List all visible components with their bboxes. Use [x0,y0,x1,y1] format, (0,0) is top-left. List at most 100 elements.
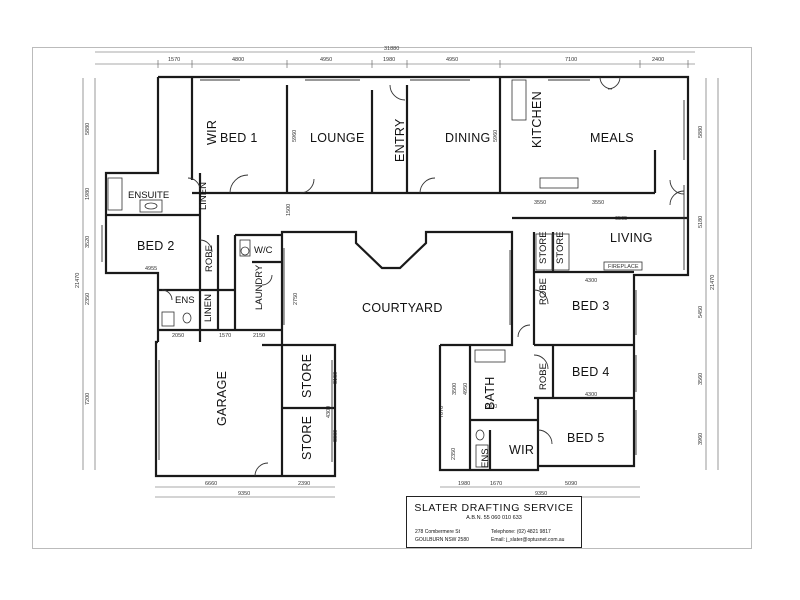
dim-inner: 4300 [585,392,597,398]
room-bed2-label: BED 2 [137,239,175,253]
door-swings [161,76,685,477]
dim-right: 5180 [698,216,704,228]
dim-top: 1980 [383,57,395,63]
room-laundry-label: LAUNDRY [254,264,265,310]
room-kitchen-label: KITCHEN [530,91,544,148]
dim-inner: 7070 [439,406,445,418]
dim-top: 1570 [168,57,180,63]
dim-left: 2350 [85,293,91,305]
dim-inner: 1500 [286,204,292,216]
address-line-2: GOULBURN NSW 2580 [415,537,469,543]
toilet-bowl-icon [240,246,250,256]
room-entry-label: ENTRY [393,118,407,162]
dim-bottom-right: 1980 [458,481,470,487]
dim-top: 7100 [565,57,577,63]
dim-inner: 4950 [463,383,469,395]
room-lounge-label: LOUNGE [310,131,365,145]
dim-overall: 31880 [384,46,399,52]
dim-inner: 5960 [292,130,298,142]
dim-bottom-right: 5090 [565,481,577,487]
dim-inner: 2050 [172,333,184,339]
dim-bottom-right: 1670 [490,481,502,487]
room-garage-label: GARAGE [215,371,229,426]
room-store1-label: STORE [538,231,549,264]
dim-bottom-left: 2390 [298,481,310,487]
dim-inner: 4955 [145,266,157,272]
room-ensuite-label: ENSUITE [128,190,169,201]
room-labels: BED 1 WIR LOUNGE ENTRY DINING KITCHEN ME… [128,91,653,468]
dim-top: 4800 [232,57,244,63]
bathtub-icon [107,177,123,211]
dim-top: 4950 [446,57,458,63]
company-name: SLATER DRAFTING SERVICE [414,502,574,514]
room-store3-label: STORE [300,354,314,398]
dim-bottom-left: 6660 [205,481,217,487]
basin-icon [144,202,158,210]
room-linen1-label: LINEN [198,182,209,210]
room-robe4-label: ROBE [538,363,549,390]
bench-icon [539,177,579,189]
dim-left: 7200 [85,393,91,405]
fireplace-icon [603,261,643,271]
room-ens2-label: ENS [175,295,195,306]
room-dining-label: DINING [445,131,491,145]
room-robe3-label: ROBE [538,278,549,305]
dim-inner: 4300 [326,406,332,418]
room-bed4-label: BED 4 [572,365,610,379]
address-line-1: 278 Combermere St [415,529,461,535]
dim-right: 5450 [698,306,704,318]
room-store2-label: STORE [555,231,566,264]
dim-bottom-right: 9350 [535,491,547,497]
dim-inner: 3550 [592,200,604,206]
room-courtyard-label: COURTYARD [362,301,443,315]
dim-inner: 3500 [452,383,458,395]
title-block: SLATER DRAFTING SERVICE A.B.N. 55 060 01… [406,496,582,548]
room-bed3-label: BED 3 [572,299,610,313]
dim-inner: 1570 [219,333,231,339]
dim-inner: 2750 [293,293,299,305]
dim-top: 2400 [652,57,664,63]
dim-right: 21470 [710,275,716,290]
room-meals-label: MEALS [590,131,634,145]
room-wir1-label: WIR [205,120,219,145]
toilet-icon [239,239,251,257]
telephone: Telephone: (02) 4821 9817 [491,529,551,535]
dim-left: 5880 [85,123,91,135]
dim-right: 3560 [698,373,704,385]
dim-top: 4950 [320,57,332,63]
shower-icon [475,444,489,468]
store-cupboard-icon [535,233,553,271]
room-fireplace-label: FIREPLACE [608,264,639,270]
fixtures [107,79,643,468]
room-bath-label: BATH [483,376,497,410]
toilet-icon [475,429,485,441]
email: Email: j_slater@optusnet.com.au [491,537,565,543]
dim-inner: 3550 [534,200,546,206]
dim-inner: 5960 [493,130,499,142]
store-cupboard-icon [552,233,570,271]
room-bed1-label: BED 1 [220,131,258,145]
windows [101,79,685,462]
room-wir5-label: WIR [509,443,534,457]
room-living-label: LIVING [610,231,653,245]
fridge-icon [511,79,527,121]
dim-right: 5880 [698,126,704,138]
shower-icon [161,311,175,327]
dim-bottom-left: 9350 [238,491,250,497]
company-abn: A.B.N. 55 060 010 633 [466,515,522,521]
dimension-lines [82,51,719,498]
dim-inner: 4300 [585,278,597,284]
dim-left: 1980 [85,188,91,200]
dim-inner: 2150 [253,333,265,339]
room-bed5-label: BED 5 [567,431,605,445]
bathtub-icon [474,349,506,363]
room-robe2-label: ROBE [204,245,215,272]
dim-inner: 2350 [451,448,457,460]
room-wc-label: W/C [254,245,273,256]
dim-left: 3520 [85,236,91,248]
dim-right: 3960 [698,433,704,445]
toilet-icon [182,312,192,324]
room-store4-label: STORE [300,416,314,460]
room-ens5-label: ENS [480,448,491,468]
